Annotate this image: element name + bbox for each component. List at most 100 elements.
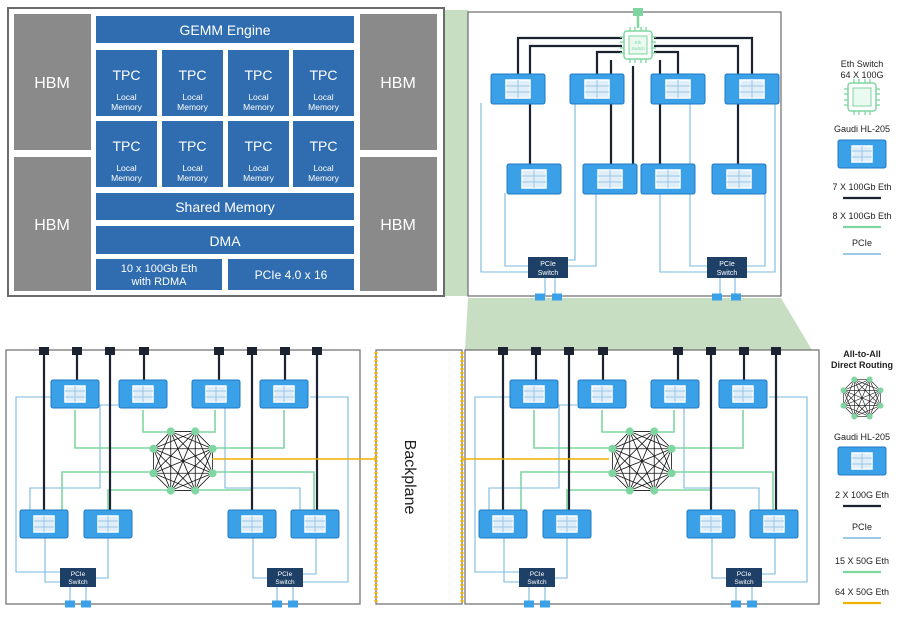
tpc-block-1	[96, 50, 157, 116]
eth-switch-chip-label-line1: Eth	[635, 40, 642, 45]
left-server-eth-links	[42, 351, 319, 510]
left-server-mesh-node-6	[149, 469, 158, 478]
tpc-label-3: TPC	[245, 67, 273, 83]
tpc-block-2	[162, 50, 223, 116]
tpc-block-6	[162, 121, 223, 187]
right-server-mesh-link	[612, 472, 631, 491]
left-server-mesh-node-7	[149, 444, 158, 453]
right-server-mesh-link	[612, 431, 631, 450]
right-server-mesh-node-5	[625, 486, 634, 495]
legend-all-to-all-line1: All-to-All	[843, 349, 881, 359]
left-server-mesh-link	[194, 431, 213, 450]
tpc-label-1: TPC	[113, 67, 141, 83]
left-server-mesh-link	[153, 448, 172, 491]
legend-mesh-link	[854, 379, 870, 417]
tpc-local-memory-line1-1: Local	[116, 92, 136, 102]
legend-mesh-node-7	[840, 387, 847, 394]
tpc-block-5	[96, 121, 157, 187]
tpc-local-memory-line1-6: Local	[182, 163, 202, 173]
right-server-eth-port-8	[771, 347, 781, 355]
pcie-port-top-3	[712, 293, 722, 301]
legend-mesh-node-1	[866, 376, 873, 383]
legend-mesh-node-6	[840, 402, 847, 409]
right-server-gaudi-bottom-3	[686, 509, 736, 539]
left-server-eth-port-7	[280, 347, 290, 355]
right-server-eth-port-7	[739, 347, 749, 355]
left-server-pcie-switch-1-line2: Switch	[68, 579, 88, 586]
eth-switch-chip-label-line2: Switch	[631, 46, 645, 51]
legend-mesh-link	[843, 379, 855, 406]
hbm-label-4: HBM	[380, 217, 416, 234]
dma-label: DMA	[209, 233, 241, 249]
tpc-grid: TPCLocalMemoryTPCLocalMemoryTPCLocalMemo…	[96, 50, 354, 187]
left-server-pcie-port-2	[81, 600, 91, 608]
legend-eth-switch-icon	[843, 78, 881, 116]
tpc-local-memory-line2-3: Memory	[243, 102, 274, 112]
tpc-block-4	[293, 50, 354, 116]
right-server-eth-port-5	[673, 347, 683, 355]
left-server-mesh-link	[153, 472, 172, 491]
legend-bottom-gaudi-icon	[837, 446, 887, 476]
left-server-gaudi-top-4	[259, 379, 309, 409]
legend-top: Eth Switch 64 X 100G Gaudi HL-205 7 X 10…	[832, 59, 892, 255]
left-server-mesh-link	[153, 472, 196, 491]
right-server-gaudi-bottom-1	[478, 509, 528, 539]
left-server-mesh-link	[170, 431, 213, 450]
tpc-local-memory-line2-7: Memory	[243, 173, 274, 183]
right-server-gaudi-top-2	[577, 379, 627, 409]
tpc-label-6: TPC	[179, 138, 207, 154]
left-server-eth-port-4	[139, 347, 149, 355]
left-server-gaudi-bottom-2	[83, 509, 133, 539]
pcie-switch-top-1: PCIe Switch	[528, 257, 568, 278]
tpc-block-7	[228, 121, 289, 187]
tpc-local-memory-line1-2: Local	[182, 92, 202, 102]
hbm-label-2: HBM	[34, 217, 70, 234]
right-server-eth-port-3	[564, 347, 574, 355]
legend-bottom-pcie-label: PCIe	[852, 522, 872, 532]
right-server-mesh-link	[653, 472, 672, 491]
gemm-engine-label: GEMM Engine	[179, 22, 270, 38]
right-server-pcie-switch-2-line1: PCIe	[737, 571, 752, 578]
left-server-gaudi-bottom-3	[227, 509, 277, 539]
left-server-mesh-node-1	[191, 427, 200, 436]
tpc-local-memory-line2-4: Memory	[308, 102, 339, 112]
tpc-local-memory-line2-2: Memory	[177, 102, 208, 112]
right-server-mesh-link	[653, 431, 672, 450]
left-server-gaudi-bottom-4	[290, 509, 340, 539]
legend-eth-switch-line2: 64 X 100G	[840, 70, 883, 80]
right-server-gaudi-bottom-4	[749, 509, 799, 539]
right-server-eth-links	[501, 351, 778, 510]
tpc-local-memory-line1-8: Local	[313, 163, 333, 173]
legend-mesh-link	[843, 390, 855, 417]
tpc-label-5: TPC	[113, 138, 141, 154]
gaudi-top-5	[506, 163, 562, 195]
gaudi-top-7	[640, 163, 696, 195]
legend-pcie-label: PCIe	[852, 238, 872, 248]
left-server-pcie-switch-2-line2: Switch	[275, 579, 295, 586]
right-server-mesh-node-2	[667, 444, 676, 453]
eth-rdma-label-line2: with RDMA	[130, 276, 187, 288]
right-server-mesh-node-3	[667, 469, 676, 478]
shared-memory-label: Shared Memory	[175, 199, 275, 215]
legend-all-to-all-icon	[840, 376, 884, 420]
right-server-mesh-link	[629, 431, 655, 491]
pcie-switch-top-2-line1: PCIe	[719, 261, 735, 268]
right-server-mesh-node-7	[608, 444, 617, 453]
tpc-label-8: TPC	[310, 138, 338, 154]
left-server-gaudi-bottom-1	[19, 509, 69, 539]
gaudi-top-6	[582, 163, 638, 195]
left-server-eth-port-5	[214, 347, 224, 355]
legend-mesh-link	[843, 379, 870, 406]
legend-eth-switch-line1: Eth Switch	[841, 59, 884, 69]
hbm-label-3: HBM	[380, 75, 416, 92]
left-server-mesh-node-4	[191, 486, 200, 495]
right-server-mesh-link	[612, 448, 631, 491]
right-server-eth-port-2	[531, 347, 541, 355]
hbm-label-1: HBM	[34, 75, 70, 92]
left-server-mesh-link	[153, 431, 172, 450]
